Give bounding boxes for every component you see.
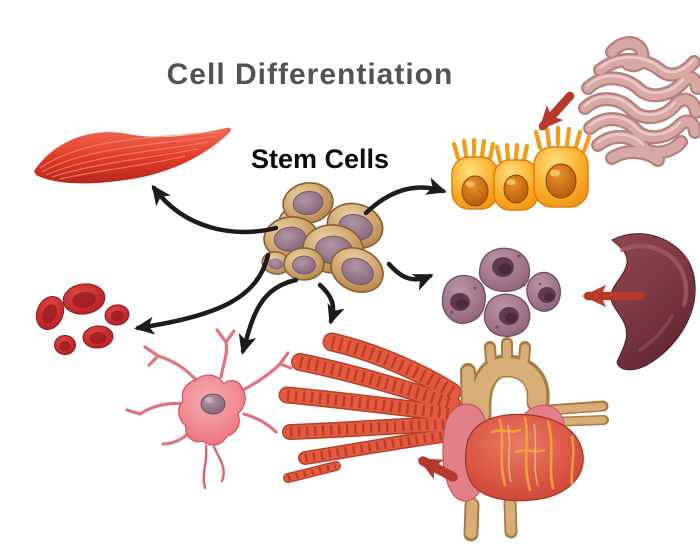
heart — [442, 337, 609, 542]
intestinal-epithelial-cells — [451, 125, 592, 211]
red-blood-cells — [35, 283, 130, 355]
arrow-stem-to-muscle — [151, 184, 279, 235]
arrow-stem-to-epithelial — [363, 177, 447, 216]
red-arrows — [417, 91, 646, 482]
liver — [610, 233, 696, 371]
arrow-heart-to-fibers — [417, 456, 458, 482]
stem-cells-cluster — [261, 182, 384, 293]
arrow-stem-to-neuron — [238, 277, 299, 355]
arrow-stem-to-red-blood-cells — [134, 252, 271, 335]
cardiac-muscle-fibers — [278, 332, 462, 483]
black-arrows — [134, 177, 447, 355]
muscle-cell — [34, 127, 232, 184]
page-title: Cell Differentiation — [166, 58, 454, 91]
small-intestine — [578, 36, 700, 167]
liver-cells — [441, 247, 562, 337]
arrow-intestine-to-epithelial — [538, 91, 575, 131]
stem-cells-label: Stem Cells — [250, 144, 390, 174]
neuron — [125, 328, 293, 490]
arrow-stem-to-fibers — [317, 282, 345, 325]
arrow-stem-to-liver-cells — [386, 261, 434, 291]
